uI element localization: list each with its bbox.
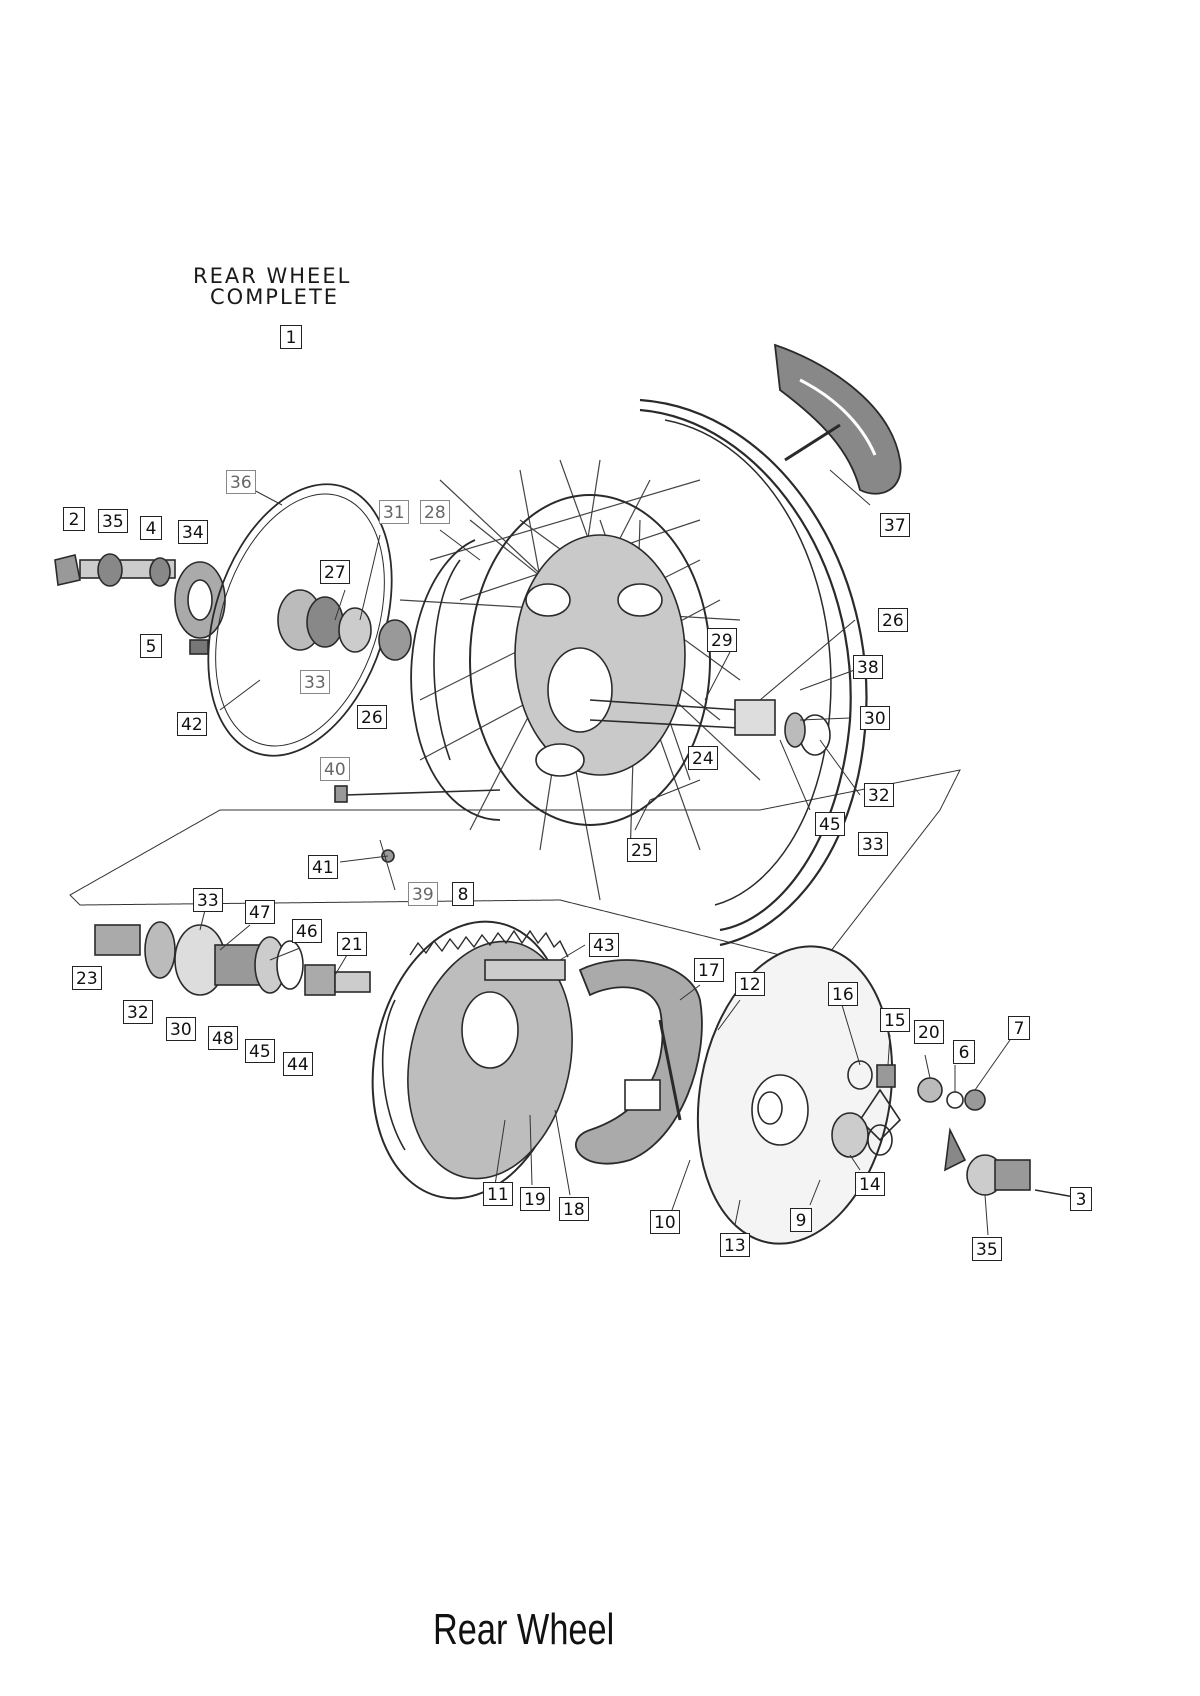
part-label-26-right: 26 bbox=[878, 608, 908, 632]
part-label-36: 36 bbox=[226, 470, 256, 494]
part-label-2: 2 bbox=[63, 507, 85, 531]
part-label-4: 4 bbox=[140, 516, 162, 540]
hub-drum bbox=[410, 494, 711, 826]
part-label-16: 16 bbox=[828, 982, 858, 1006]
part-label-33-right: 33 bbox=[858, 832, 888, 856]
part-label-35: 35 bbox=[98, 509, 128, 533]
brake-lever-parts bbox=[831, 1060, 986, 1172]
chain-guard-part bbox=[773, 343, 902, 495]
part-label-23: 23 bbox=[72, 966, 102, 990]
diagram-title-line-2: COMPLETE bbox=[210, 285, 340, 309]
part-label-3: 3 bbox=[1070, 1187, 1092, 1211]
axle-nut-right bbox=[966, 1154, 1081, 1199]
part-label-19: 19 bbox=[520, 1187, 550, 1211]
part-label-43: 43 bbox=[589, 933, 619, 957]
part-label-15: 15 bbox=[880, 1008, 910, 1032]
part-label-48: 48 bbox=[208, 1026, 238, 1050]
part-label-25: 25 bbox=[627, 838, 657, 862]
part-label-14: 14 bbox=[855, 1172, 885, 1196]
part-label-13: 13 bbox=[720, 1233, 750, 1257]
part-label-39: 39 bbox=[408, 882, 438, 906]
part-label-20: 20 bbox=[914, 1020, 944, 1044]
part-label-32-left: 32 bbox=[123, 1000, 153, 1024]
part-label-5: 5 bbox=[140, 634, 162, 658]
part-label-1: 1 bbox=[280, 325, 302, 349]
part-label-10: 10 bbox=[650, 1210, 680, 1234]
leader-lines bbox=[199, 469, 1011, 1236]
part-label-12: 12 bbox=[735, 972, 765, 996]
part-label-40: 40 bbox=[320, 757, 350, 781]
part-label-42: 42 bbox=[177, 712, 207, 736]
part-label-8: 8 bbox=[452, 882, 474, 906]
part-label-38: 38 bbox=[853, 655, 883, 679]
part-label-30-left: 30 bbox=[166, 1017, 196, 1041]
exploded-outline bbox=[69, 769, 961, 966]
brake-shoes bbox=[575, 959, 703, 1165]
part-label-24: 24 bbox=[688, 746, 718, 770]
brake-backing-plate bbox=[696, 945, 894, 1245]
part-label-27: 27 bbox=[320, 560, 350, 584]
spoke-nipple-line bbox=[344, 789, 501, 796]
diagram-title-line-1: REAR WHEEL bbox=[193, 264, 352, 288]
part-label-9: 9 bbox=[790, 1208, 812, 1232]
part-label-17: 17 bbox=[694, 958, 724, 982]
page-footer-title: Rear Wheel bbox=[433, 1605, 615, 1654]
part-label-37: 37 bbox=[880, 513, 910, 537]
part-label-44: 44 bbox=[283, 1052, 313, 1076]
part-label-45-left: 45 bbox=[245, 1039, 275, 1063]
part-label-33: 33 bbox=[300, 670, 330, 694]
sprocket-drum bbox=[371, 920, 573, 1200]
part-label-18: 18 bbox=[559, 1197, 589, 1221]
bearing-set bbox=[277, 589, 412, 661]
part-label-28: 28 bbox=[420, 500, 450, 524]
part-label-32: 32 bbox=[864, 783, 894, 807]
part-label-34: 34 bbox=[178, 520, 208, 544]
axle-shaft bbox=[589, 699, 831, 756]
part-label-21: 21 bbox=[337, 932, 367, 956]
part-label-7: 7 bbox=[1008, 1016, 1030, 1040]
part-label-45: 45 bbox=[815, 812, 845, 836]
part-label-29: 29 bbox=[707, 628, 737, 652]
part-label-33-left: 33 bbox=[193, 888, 223, 912]
sleeve-assembly bbox=[94, 921, 371, 996]
part-label-47: 47 bbox=[245, 900, 275, 924]
part-label-6: 6 bbox=[953, 1040, 975, 1064]
part-label-30: 30 bbox=[860, 706, 890, 730]
part-label-31: 31 bbox=[379, 500, 409, 524]
part-label-41: 41 bbox=[308, 855, 338, 879]
part-label-11: 11 bbox=[483, 1182, 513, 1206]
part-label-26: 26 bbox=[357, 705, 387, 729]
wheel-rim bbox=[639, 398, 868, 947]
part-label-46: 46 bbox=[292, 919, 322, 943]
part-label-35-right: 35 bbox=[972, 1237, 1002, 1261]
